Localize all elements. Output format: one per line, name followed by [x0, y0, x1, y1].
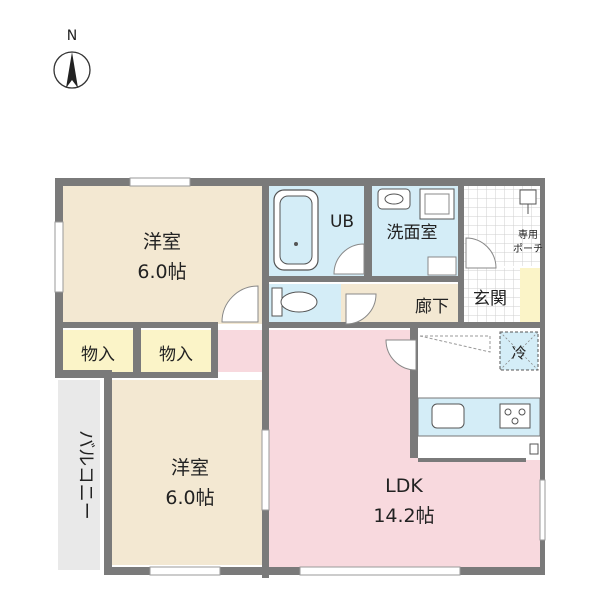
ldk-size: 14.2帖: [373, 505, 434, 527]
western-room-1-size: 6.0帖: [137, 261, 186, 283]
hallway-label: 廊下: [415, 297, 449, 317]
ldk-floor: [218, 330, 540, 567]
western-room-2-size: 6.0帖: [165, 487, 214, 509]
ub-label: UB: [330, 212, 354, 232]
compass-label: N: [67, 28, 77, 44]
washbasin-icon: [377, 188, 411, 210]
porch-label-line1: 専用: [518, 229, 538, 241]
kitchen-post: [529, 443, 539, 455]
kitchen-overhead-cabinet: [419, 335, 491, 353]
balcony-floor: [58, 380, 100, 570]
washroom-label: 洗面室: [387, 223, 438, 243]
toilet-icon: [271, 287, 318, 317]
western-room-2-floor: [112, 380, 262, 565]
ldk-name: LDK: [385, 475, 423, 497]
storage-2-label: 物入: [159, 345, 193, 365]
porch-fixture-icon: [519, 189, 537, 214]
storage-1-floor: [63, 330, 133, 372]
fridge-icon: [499, 331, 539, 371]
balcony-label: バルコニー: [75, 430, 96, 520]
western-room-2-name: 洋室: [171, 457, 209, 479]
western-room-1-name: 洋室: [143, 231, 181, 253]
entrance-floor: [460, 268, 520, 324]
fridge-label: 冷: [511, 344, 526, 362]
storage-1-label: 物入: [81, 345, 115, 365]
washing-machine-icon: [419, 188, 455, 220]
stove-icon: [499, 403, 531, 429]
porch-label-line2: ポーチ: [513, 243, 543, 255]
storage-2-floor: [141, 330, 211, 372]
north-compass-icon: N: [53, 28, 91, 89]
windows: [54, 177, 546, 576]
entrance-step: [520, 268, 540, 324]
bathtub-icon: [273, 189, 319, 271]
entrance-label: 玄関: [473, 289, 507, 309]
doors: [221, 237, 497, 371]
